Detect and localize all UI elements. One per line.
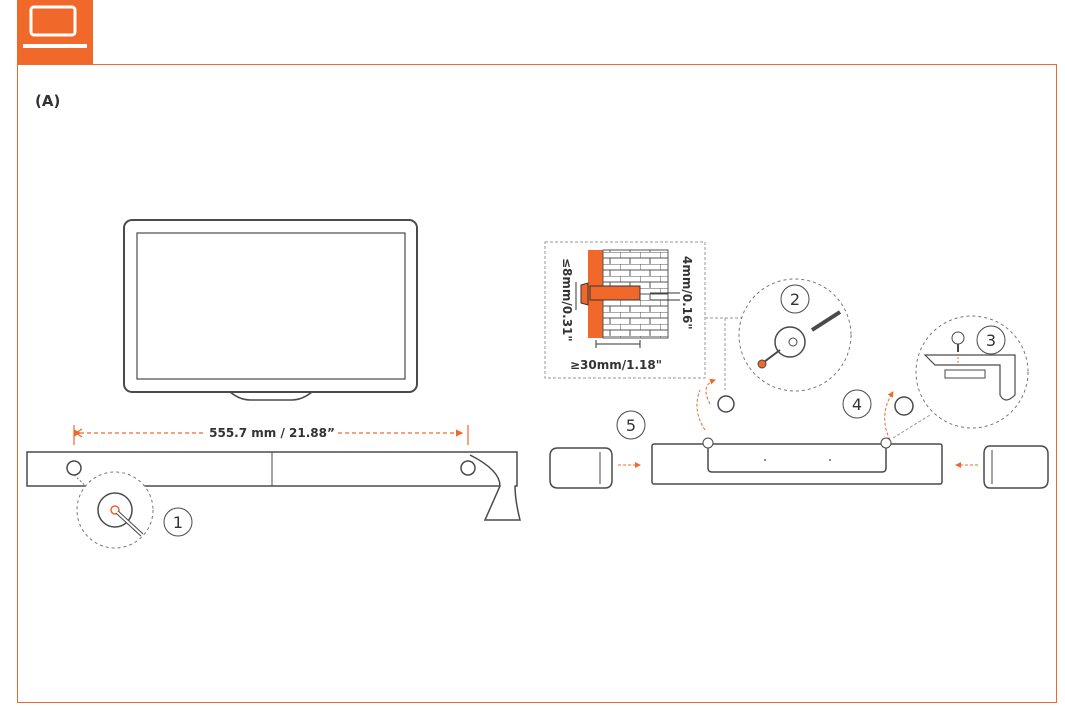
step-1-label: 1 xyxy=(173,513,183,532)
wall-anchor-zoom xyxy=(705,278,852,392)
left-speaker xyxy=(549,447,613,489)
step-3: 3 xyxy=(976,325,1006,355)
step-4: 4 xyxy=(842,389,872,419)
right-speaker xyxy=(983,445,1049,489)
screw-icon-right xyxy=(894,396,914,416)
step-5-label: 5 xyxy=(626,416,636,435)
step-2: 2 xyxy=(780,284,810,314)
screw-gap-label: 4mm/0.16" xyxy=(680,256,694,330)
bracket-zoom xyxy=(915,315,1029,429)
step-1: 1 xyxy=(163,507,193,537)
content-frame xyxy=(17,64,1057,703)
wall-depth-label: ≤8mm/0.31" xyxy=(560,258,574,342)
wall-detail-box xyxy=(544,241,706,379)
step-2-label: 2 xyxy=(790,290,800,309)
step-3-label: 3 xyxy=(986,331,996,350)
screw-icon-left xyxy=(717,395,735,413)
tv-illustration xyxy=(123,219,418,401)
tv-icon xyxy=(23,5,87,48)
section-label: (A) xyxy=(35,92,61,110)
soundbar xyxy=(651,437,943,485)
tv-tab xyxy=(17,0,93,64)
mounting-template xyxy=(26,451,521,549)
distance-label: 555.7 mm / 21.88” xyxy=(209,426,335,440)
step-5: 5 xyxy=(616,410,646,440)
anchor-length-label: ≥30mm/1.18" xyxy=(570,358,662,372)
distance-dimension xyxy=(73,425,469,445)
step-4-label: 4 xyxy=(852,395,862,414)
